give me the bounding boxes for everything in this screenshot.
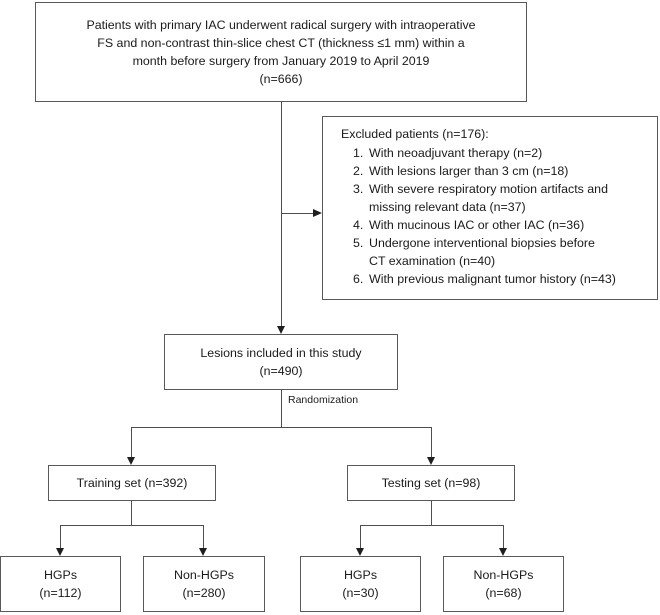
excluded-item-4-number: 4. xyxy=(353,218,364,232)
enrollment-line-3: month before surgery from January 2019 t… xyxy=(132,54,430,68)
excluded-item-4-text: With mucinous IAC or other IAC (n=36) xyxy=(369,218,585,232)
connector-included-to-split xyxy=(281,390,282,427)
testing-non-hgps-label: Non-HGPs xyxy=(473,568,534,582)
excluded-item-6: 6. With previous malignant tumor history… xyxy=(353,270,616,288)
connector-down-to-training-hgps xyxy=(60,525,61,548)
excluded-item-4: 4. With mucinous IAC or other IAC (n=36) xyxy=(353,216,584,234)
node-training-box: Training set (n=392) xyxy=(48,465,216,501)
arrow-to-training-hgps xyxy=(55,548,64,556)
connector-down-to-testing-non-hgps xyxy=(503,525,504,548)
connector-split-bar-testing xyxy=(360,525,503,526)
node-testing-box: Testing set (n=98) xyxy=(347,465,515,501)
testing-non-hgps-count: (n=68) xyxy=(485,586,522,600)
arrow-to-training-non-hgps xyxy=(198,548,207,556)
node-included-box: Lesions included in this study (n=490) xyxy=(164,334,398,390)
excluded-item-2: 2. With lesions larger than 3 cm (n=18) xyxy=(353,162,568,180)
included-label: Lesions included in this study xyxy=(200,346,362,360)
excluded-item-1-text: With neoadjuvant therapy (n=2) xyxy=(369,146,543,160)
excluded-item-2-number: 2. xyxy=(353,164,364,178)
enrollment-count: (n=666) xyxy=(259,72,303,86)
excluded-item-3-text: With severe respiratory motion artifacts… xyxy=(369,182,608,196)
excluded-item-2-text: With lesions larger than 3 cm (n=18) xyxy=(369,164,569,178)
connector-down-to-testing xyxy=(431,427,432,457)
arrow-to-testing-non-hgps xyxy=(498,548,507,556)
excluded-item-3: 3. With severe respiratory motion artifa… xyxy=(353,180,608,198)
excluded-item-5-continuation: CT examination (n=40) xyxy=(369,254,496,268)
excluded-item-1-number: 1. xyxy=(353,146,364,160)
node-excluded-box: Excluded patients (n=176): 1. With neoad… xyxy=(322,116,658,300)
node-enrollment-box: Patients with primary IAC underwent radi… xyxy=(35,2,527,102)
connector-training-to-split xyxy=(131,501,132,525)
node-testing-hgps-box: HGPs (n=30) xyxy=(300,556,421,612)
edge-label-randomization: Randomization xyxy=(288,394,359,406)
training-non-hgps-label: Non-HGPs xyxy=(174,568,234,582)
node-testing-non-hgps-box: Non-HGPs (n=68) xyxy=(443,556,564,612)
connector-split-bar-sets xyxy=(131,427,431,428)
connector-down-to-testing-hgps xyxy=(360,525,361,548)
arrow-to-training xyxy=(126,457,135,465)
arrow-to-excluded xyxy=(313,208,322,217)
arrow-to-testing xyxy=(426,457,435,465)
enrollment-line-2: FS and non-contrast thin-slice chest CT … xyxy=(97,36,465,50)
node-training-non-hgps-box: Non-HGPs (n=280) xyxy=(143,556,265,612)
connector-down-to-training-non-hgps xyxy=(203,525,204,548)
connector-down-to-training xyxy=(131,427,132,457)
arrow-to-testing-hgps xyxy=(355,548,364,556)
excluded-item-3-continuation: missing relevant data (n=37) xyxy=(369,200,526,214)
connector-split-bar-training xyxy=(60,525,203,526)
excluded-item-5: 5. Undergone interventional biopsies bef… xyxy=(353,234,595,252)
excluded-item-5-number: 5. xyxy=(353,236,364,250)
excluded-item-3-number: 3. xyxy=(353,182,364,196)
included-count: (n=490) xyxy=(259,364,303,378)
excluded-item-6-text: With previous malignant tumor history (n… xyxy=(369,272,616,286)
node-training-hgps-box: HGPs (n=112) xyxy=(0,556,121,612)
training-label: Training set (n=392) xyxy=(76,476,188,490)
excluded-item-1: 1. With neoadjuvant therapy (n=2) xyxy=(353,144,542,162)
excluded-item-6-number: 6. xyxy=(353,272,364,286)
testing-label: Testing set (n=98) xyxy=(381,476,481,490)
excluded-item-5-text: Undergone interventional biopsies before xyxy=(369,236,595,250)
training-hgps-label: HGPs xyxy=(43,568,78,582)
arrow-enrollment-to-included xyxy=(276,326,285,334)
testing-hgps-count: (n=30) xyxy=(342,586,379,600)
connector-to-excluded xyxy=(281,213,313,214)
testing-hgps-label: HGPs xyxy=(343,568,378,582)
connector-testing-to-split xyxy=(431,501,432,525)
connector-enrollment-to-included xyxy=(281,102,282,326)
enrollment-line-1: Patients with primary IAC underwent radi… xyxy=(86,18,476,32)
training-non-hgps-count: (n=280) xyxy=(182,586,226,600)
excluded-title: Excluded patients (n=176): xyxy=(341,127,489,141)
training-hgps-count: (n=112) xyxy=(39,586,82,600)
